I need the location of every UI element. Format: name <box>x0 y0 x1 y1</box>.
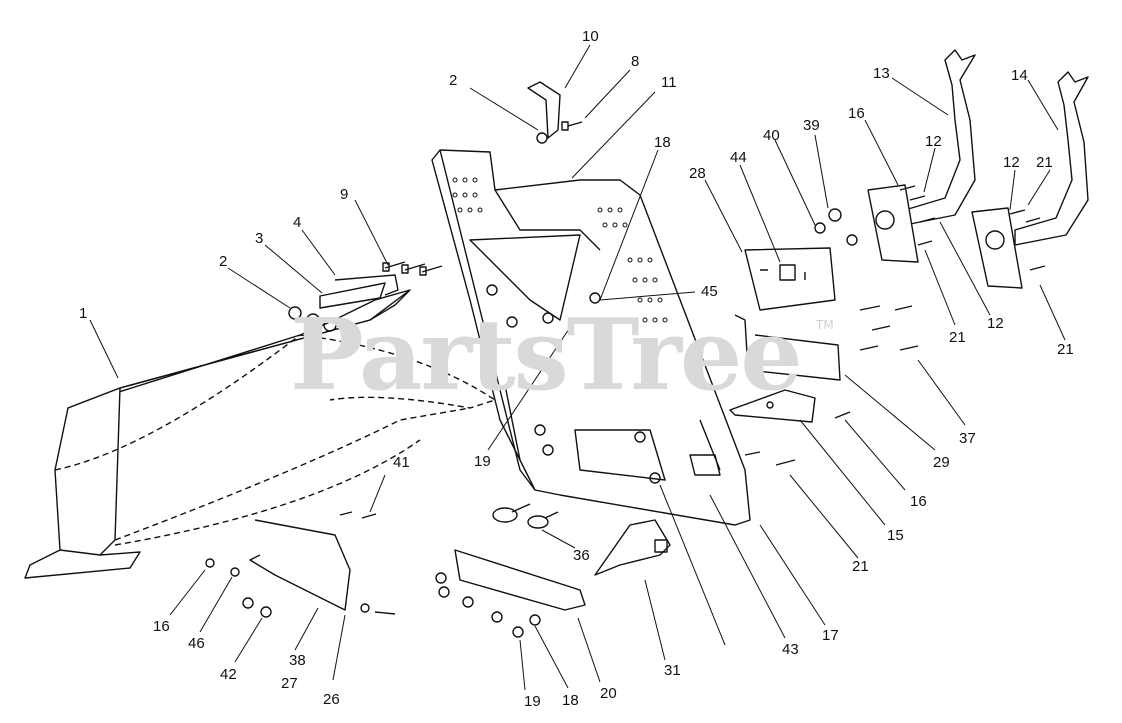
bracket-part-20 <box>454 549 586 611</box>
callout-12[interactable]: 12 <box>1003 154 1020 171</box>
bracket-part-38 <box>249 519 351 611</box>
callout-21[interactable]: 21 <box>1057 341 1074 358</box>
callout-26[interactable]: 26 <box>323 691 340 708</box>
callout-45[interactable]: 45 <box>701 283 718 300</box>
callout-8[interactable]: 8 <box>631 53 640 70</box>
callout-13[interactable]: 13 <box>873 65 890 82</box>
fender-panel-part-1 <box>24 289 496 579</box>
callout-38[interactable]: 38 <box>289 652 306 669</box>
callout-31[interactable]: 31 <box>664 662 681 679</box>
callout-28[interactable]: 28 <box>689 165 706 182</box>
frame-fasteners <box>482 284 661 484</box>
partstree-watermark: PartsTree <box>290 298 803 413</box>
bracket-part-10 <box>527 81 561 144</box>
bolt-part-8 <box>561 121 583 131</box>
callout-1[interactable]: 1 <box>79 305 88 322</box>
callout-11[interactable]: 11 <box>661 74 677 91</box>
callout-leaders <box>89 44 1066 691</box>
handle-part-14 <box>1014 71 1089 246</box>
callout-15[interactable]: 15 <box>887 527 904 544</box>
callout-19[interactable]: 19 <box>474 453 491 470</box>
callout-21[interactable]: 21 <box>949 329 966 346</box>
mount-plate-right <box>971 207 1023 289</box>
callout-16[interactable]: 16 <box>153 618 170 635</box>
callout-18[interactable]: 18 <box>562 692 579 709</box>
callout-37[interactable]: 37 <box>959 430 976 447</box>
callout-40[interactable]: 40 <box>763 127 780 144</box>
callout-14[interactable]: 14 <box>1011 67 1028 84</box>
handle-part-13 <box>904 49 976 226</box>
bolts-part-41 <box>339 511 377 519</box>
bolts-part-9 <box>382 261 443 276</box>
callout-16[interactable]: 16 <box>848 105 865 122</box>
callout-20[interactable]: 20 <box>600 685 617 702</box>
bracket-part-29 <box>734 314 841 381</box>
callout-19[interactable]: 19 <box>524 693 541 710</box>
nuts-part-2 <box>288 306 337 332</box>
bolts-part-12 <box>899 185 1046 271</box>
callout-41[interactable]: 41 <box>393 454 410 471</box>
callout-2[interactable]: 2 <box>219 253 228 270</box>
callout-18[interactable]: 18 <box>654 134 671 151</box>
callout-21[interactable]: 21 <box>852 558 869 575</box>
bolts-part-36 <box>492 503 559 529</box>
callout-36[interactable]: 36 <box>573 547 590 564</box>
callout-2[interactable]: 2 <box>449 72 458 89</box>
hardware-lower-left <box>205 558 396 618</box>
callout-3[interactable]: 3 <box>255 230 264 247</box>
bracket-part-3 <box>319 274 399 309</box>
callout-12[interactable]: 12 <box>987 315 1004 332</box>
callout-9[interactable]: 9 <box>340 186 349 203</box>
callout-27[interactable]: 27 <box>281 675 298 692</box>
callout-10[interactable]: 10 <box>582 28 599 45</box>
callout-46[interactable]: 46 <box>188 635 205 652</box>
bolts-side <box>744 305 919 466</box>
nuts-lower <box>435 572 541 638</box>
callout-12[interactable]: 12 <box>925 133 942 150</box>
callout-17[interactable]: 17 <box>822 627 839 644</box>
callout-39[interactable]: 39 <box>803 117 820 134</box>
plate-part-44 <box>744 247 836 311</box>
hardware-part-39-40 <box>814 208 858 246</box>
callout-16[interactable]: 16 <box>910 493 927 510</box>
main-frame-plate <box>431 149 751 526</box>
callout-4[interactable]: 4 <box>293 214 302 231</box>
plate-part-15 <box>729 389 816 423</box>
callout-44[interactable]: 44 <box>730 149 747 166</box>
latch-part-31 <box>594 519 671 576</box>
frame-perforations <box>452 177 668 323</box>
callout-42[interactable]: 42 <box>220 666 237 683</box>
callout-43[interactable]: 43 <box>782 641 799 658</box>
callout-29[interactable]: 29 <box>933 454 950 471</box>
mount-plate-part-16 <box>867 184 919 263</box>
callout-21[interactable]: 21 <box>1036 154 1053 171</box>
trademark-mark: TM <box>816 318 834 332</box>
